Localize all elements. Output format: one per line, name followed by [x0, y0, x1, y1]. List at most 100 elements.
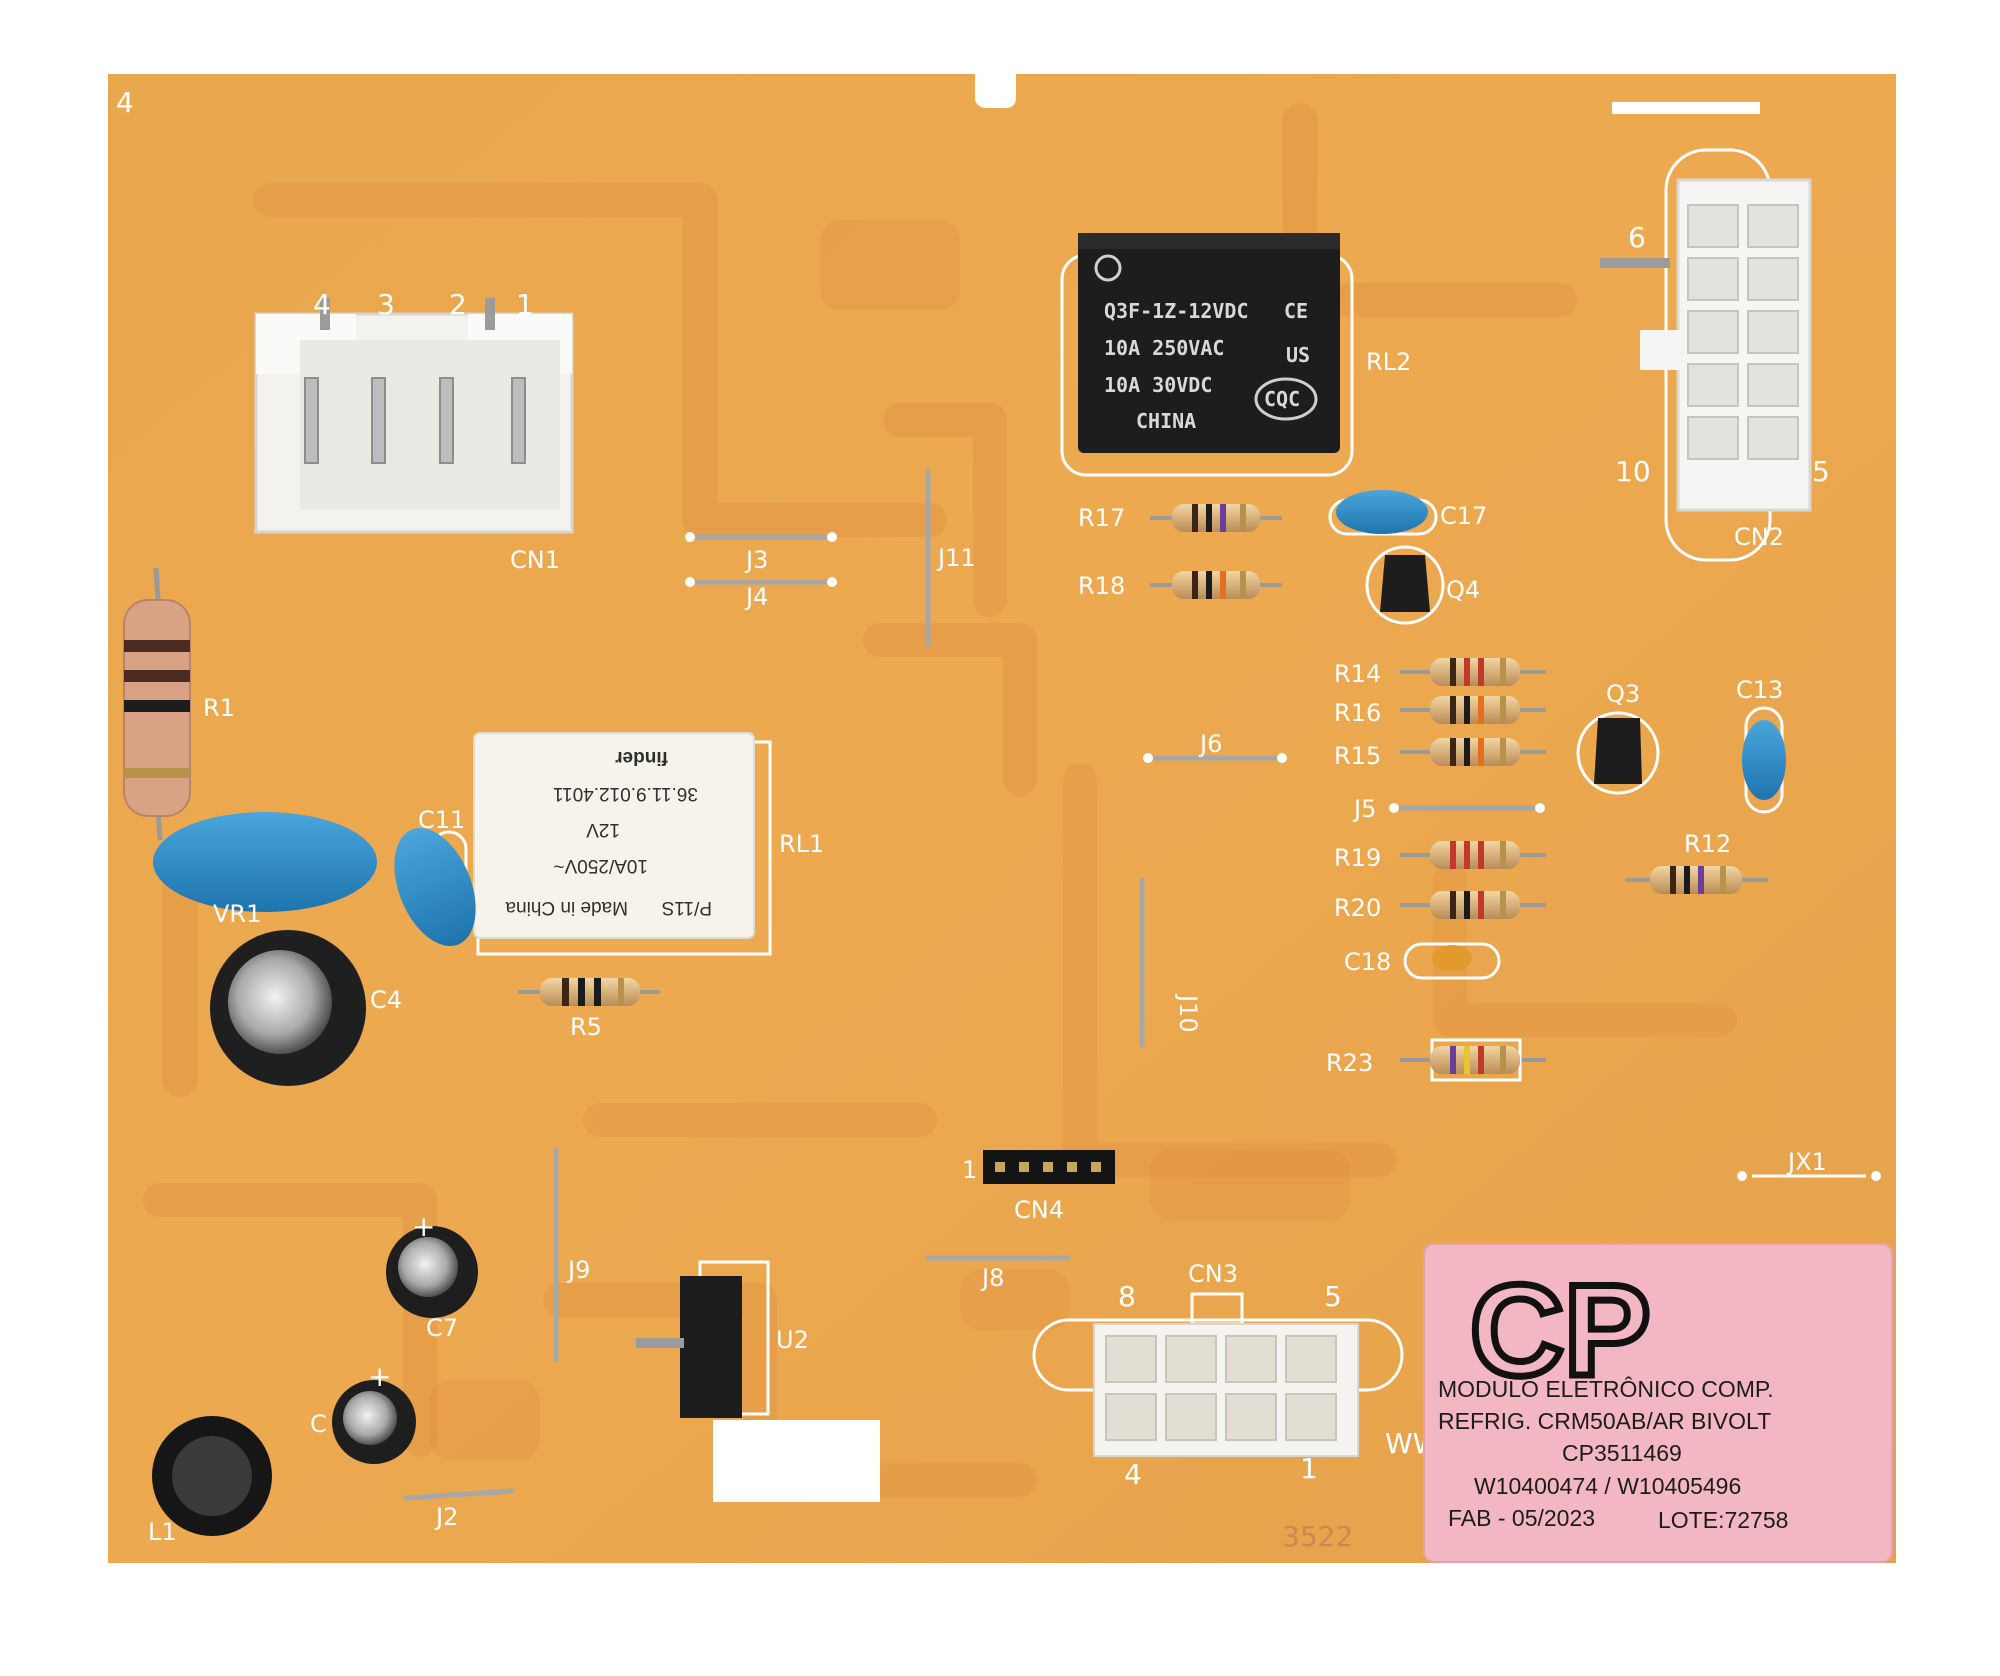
cn1-pin-1: 1: [516, 288, 534, 321]
r1-label: R1: [203, 694, 235, 722]
q3-label: Q3: [1606, 680, 1640, 708]
rl1-part: 36.11.9.012.4011: [553, 783, 698, 804]
sticker-fab-date: FAB - 05/2023: [1448, 1505, 1595, 1531]
rl2-cqc-mark: CQC: [1264, 387, 1300, 411]
r5-label: R5: [570, 1013, 602, 1041]
rl1-coil: 12V: [586, 819, 620, 840]
resistor-r5: R5: [518, 978, 660, 1041]
j9-label: J9: [566, 1256, 590, 1284]
c-plus-icon: +: [368, 1360, 391, 1393]
rl2-label: RL2: [1366, 348, 1411, 376]
r15-label: R15: [1334, 742, 1381, 770]
r18-label: R18: [1078, 572, 1125, 600]
c7-label: C7: [426, 1314, 458, 1342]
c18-label: C18: [1344, 948, 1391, 976]
resistor-r1: R1: [123, 567, 235, 841]
relay-rl2: Q3F-1Z-12VDC CE 10A 250VAC US 10A 30VDC …: [1060, 233, 1411, 477]
cn2-pin-10: 10: [1615, 455, 1651, 488]
resistor-r23: R23: [1326, 1038, 1546, 1082]
connector-cn1: 4 3 2 1 CN1: [254, 288, 574, 574]
u2-label: U2: [776, 1326, 809, 1354]
cp-logo: CP: [1470, 1257, 1651, 1403]
rl1-contact: 10A/250V~: [553, 855, 648, 876]
rl1-code: P/11S: [662, 897, 712, 918]
inductor-l1: L1: [148, 1416, 272, 1546]
r19-label: R19: [1334, 844, 1381, 872]
cn1-pin-4: 4: [313, 288, 331, 321]
cn3-label: CN3: [1188, 1260, 1238, 1288]
r23-label: R23: [1326, 1049, 1373, 1077]
c-label: C: [310, 1410, 327, 1438]
c17-label: C17: [1440, 502, 1487, 530]
cn2-pin-5: 5: [1812, 455, 1830, 488]
resistor-r15: R15: [1334, 738, 1546, 770]
sticker-lote: LOTE:72758: [1658, 1507, 1788, 1533]
varistor-vr1: VR1: [153, 812, 377, 928]
cn3-pin-5: 5: [1324, 1280, 1342, 1313]
rl2-rating-1: 10A 250VAC: [1104, 336, 1224, 360]
rl2-ce-mark: CE: [1284, 299, 1308, 323]
rl1-origin: Made in China: [505, 897, 628, 918]
sticker-line-3: CP3511469: [1562, 1440, 1682, 1466]
j8-label: J8: [980, 1264, 1004, 1292]
j2-label: J2: [434, 1503, 458, 1531]
rl2-ul-mark: US: [1286, 343, 1310, 367]
regulator-u2: U2: [636, 1260, 809, 1418]
connector-cn4: 1 CN4: [962, 1150, 1115, 1224]
marker-bar: [1612, 102, 1760, 114]
resistor-r20: R20: [1334, 891, 1546, 922]
capacitor-c11: C11: [394, 806, 476, 947]
cn3-pin-1: 1: [1300, 1452, 1318, 1485]
j4-label: J4: [744, 583, 768, 611]
q4-label: Q4: [1446, 576, 1480, 604]
connector-cn3: CN3 8 5 4 1: [1032, 1260, 1404, 1491]
cn1-label: CN1: [510, 546, 560, 574]
capacitor-c7: + C7: [386, 1210, 478, 1342]
r12-label: R12: [1684, 830, 1731, 858]
j6-label: J6: [1198, 730, 1222, 758]
corner-mark: 4: [116, 86, 134, 119]
resistor-r12: R12: [1625, 830, 1768, 894]
resistor-r19: R19: [1334, 841, 1546, 872]
cn1-pin-2: 2: [449, 288, 467, 321]
c11-label: C11: [418, 806, 465, 834]
rl2-origin: CHINA: [1136, 409, 1196, 433]
r16-label: R16: [1334, 699, 1381, 727]
jumper-wires: [403, 469, 1543, 1501]
l1-label: L1: [148, 1518, 177, 1546]
cn2-pin-6: 6: [1628, 221, 1646, 254]
rl2-model: Q3F-1Z-12VDC: [1104, 299, 1249, 323]
transistor-q4: Q4: [1365, 545, 1480, 625]
j10-label: J10: [1174, 993, 1202, 1033]
jx1-label: JX1: [1786, 1148, 1827, 1176]
cn2-label: CN2: [1734, 523, 1784, 551]
sticker-line-2: REFRIG. CRM50AB/AR BIVOLT: [1438, 1408, 1771, 1434]
cn1-pin-3: 3: [377, 288, 395, 321]
capacitor-c17: C17: [1328, 490, 1487, 536]
cn4-pin-1: 1: [962, 1156, 977, 1184]
vr1-label: VR1: [213, 900, 261, 928]
resistor-r16: R16: [1334, 696, 1546, 727]
capacitor-c4: C4: [210, 930, 402, 1086]
transistor-q3: Q3: [1576, 680, 1660, 795]
j3-label: J3: [744, 546, 768, 574]
capacitor-c: + C: [310, 1360, 416, 1464]
r20-label: R20: [1334, 894, 1381, 922]
r17-label: R17: [1078, 504, 1125, 532]
j5-label: J5: [1352, 795, 1376, 823]
j11-label: J11: [936, 544, 976, 572]
r14-label: R14: [1334, 660, 1381, 688]
jumper-pads: [685, 532, 1881, 1181]
connector-cn2: 6 10 5 CN2: [1600, 148, 1830, 562]
cn4-label: CN4: [1014, 1196, 1064, 1224]
relay-rl1: P/11S Made in China 10A/250V~ 12V 36.11.…: [473, 732, 824, 956]
rl1-brand: finder: [615, 747, 668, 768]
cn3-pin-4: 4: [1124, 1458, 1142, 1491]
resistor-r14: R14: [1334, 658, 1546, 688]
cn3-pin-8: 8: [1118, 1280, 1136, 1313]
sticker-line-4: W10400474 / W10405496: [1474, 1473, 1741, 1499]
date-code: 3522: [1282, 1520, 1353, 1553]
product-sticker: CP MODULO ELETRÔNICO COMP. REFRIG. CRM50…: [1423, 1243, 1893, 1563]
